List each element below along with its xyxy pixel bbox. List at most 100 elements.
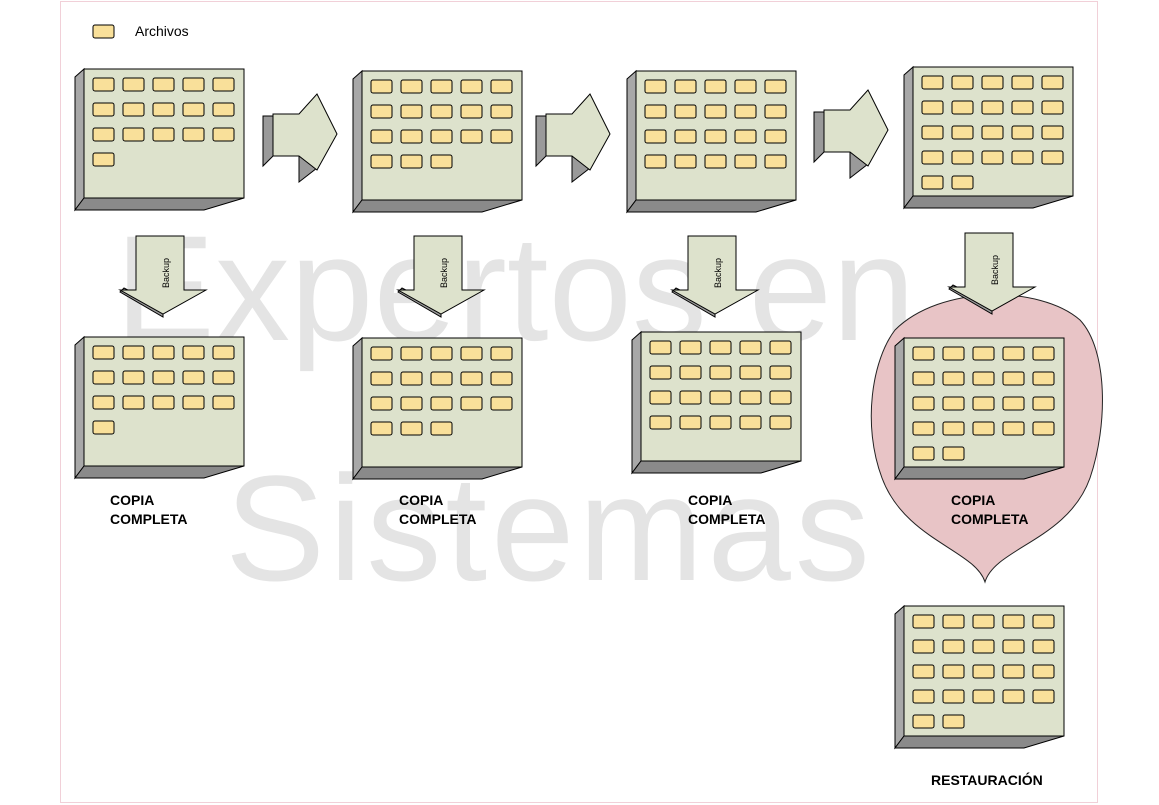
file-icon bbox=[912, 664, 935, 679]
copy-label-3-line-2: COMPLETA bbox=[688, 511, 766, 527]
file-icon bbox=[430, 371, 453, 386]
file-icon bbox=[92, 24, 115, 39]
file-icon bbox=[370, 154, 393, 169]
file-icon bbox=[734, 104, 757, 119]
file-icon bbox=[942, 446, 965, 461]
source-panel-4-bottom bbox=[903, 195, 1074, 209]
copy-label-2: COPIA COMPLETA bbox=[399, 491, 477, 529]
file-icon bbox=[769, 415, 792, 430]
file-icon bbox=[769, 340, 792, 355]
file-icon bbox=[122, 77, 145, 92]
file-icon bbox=[1032, 396, 1055, 411]
file-icon bbox=[981, 75, 1004, 90]
file-icon bbox=[370, 129, 393, 144]
file-icon bbox=[739, 365, 762, 380]
file-icon bbox=[912, 346, 935, 361]
file-icon bbox=[1032, 371, 1055, 386]
file-icon bbox=[430, 421, 453, 436]
file-icon bbox=[370, 104, 393, 119]
file-icon bbox=[942, 371, 965, 386]
file-icon bbox=[912, 614, 935, 629]
file-icon bbox=[92, 345, 115, 360]
file-icon bbox=[764, 129, 787, 144]
file-icon bbox=[182, 395, 205, 410]
file-icon bbox=[122, 127, 145, 142]
file-icon bbox=[400, 104, 423, 119]
backup-arrow-1-label: Backup bbox=[161, 258, 171, 288]
file-icon bbox=[674, 154, 697, 169]
file-icon bbox=[704, 129, 727, 144]
file-icon bbox=[734, 79, 757, 94]
flow-arrow-1-face bbox=[272, 93, 338, 171]
file-icon bbox=[921, 175, 944, 190]
file-icon bbox=[644, 129, 667, 144]
file-icon bbox=[739, 390, 762, 405]
file-icon bbox=[400, 371, 423, 386]
file-icon bbox=[400, 154, 423, 169]
flow-arrow-1 bbox=[262, 93, 338, 184]
file-icon bbox=[122, 345, 145, 360]
copy-label-3: COPIA COMPLETA bbox=[688, 491, 766, 529]
copy-label-4-line-1: COPIA bbox=[951, 492, 996, 508]
file-icon bbox=[92, 102, 115, 117]
flow-arrow-2-face bbox=[545, 93, 611, 171]
file-icon bbox=[734, 129, 757, 144]
copy-panel-1 bbox=[74, 335, 245, 480]
file-icon bbox=[942, 396, 965, 411]
file-icon bbox=[92, 77, 115, 92]
file-icon bbox=[1002, 346, 1025, 361]
file-icon bbox=[400, 396, 423, 411]
file-icon bbox=[912, 396, 935, 411]
file-icon bbox=[764, 79, 787, 94]
file-icon bbox=[182, 102, 205, 117]
file-icon bbox=[212, 395, 235, 410]
file-icon bbox=[370, 371, 393, 386]
source-panel-1-side bbox=[74, 67, 85, 212]
backup-arrow-1: Backup bbox=[118, 235, 208, 318]
file-icon bbox=[1032, 421, 1055, 436]
file-icon bbox=[764, 154, 787, 169]
file-icon bbox=[709, 415, 732, 430]
file-icon bbox=[400, 421, 423, 436]
file-icon bbox=[182, 345, 205, 360]
file-icon bbox=[370, 346, 393, 361]
file-icon bbox=[490, 79, 513, 94]
file-icon bbox=[460, 104, 483, 119]
file-icon bbox=[460, 79, 483, 94]
file-icon bbox=[1032, 689, 1055, 704]
file-icon bbox=[942, 346, 965, 361]
file-icon bbox=[674, 129, 697, 144]
backup-arrow-1-face bbox=[118, 235, 208, 315]
file-icon bbox=[734, 154, 757, 169]
file-icon bbox=[981, 150, 1004, 165]
restore-panel-bottom bbox=[894, 735, 1065, 749]
file-icon bbox=[370, 396, 393, 411]
file-icon bbox=[739, 415, 762, 430]
flow-arrow-3-shadow-left bbox=[813, 111, 825, 164]
file-icon bbox=[92, 127, 115, 142]
file-icon bbox=[490, 129, 513, 144]
file-icon bbox=[709, 365, 732, 380]
flow-arrow-2-shadow-left bbox=[535, 115, 547, 168]
file-icon bbox=[942, 689, 965, 704]
file-icon bbox=[942, 421, 965, 436]
file-icon bbox=[704, 79, 727, 94]
file-icon bbox=[972, 371, 995, 386]
file-icon bbox=[649, 340, 672, 355]
backup-arrow-2-face bbox=[396, 235, 486, 315]
file-icon bbox=[644, 104, 667, 119]
file-icon bbox=[972, 614, 995, 629]
file-icon bbox=[739, 340, 762, 355]
file-icon bbox=[704, 154, 727, 169]
file-icon bbox=[704, 104, 727, 119]
file-icon bbox=[942, 639, 965, 654]
source-panel-2-side bbox=[352, 69, 363, 214]
file-icon bbox=[644, 154, 667, 169]
backup-arrow-2-label: Backup bbox=[439, 258, 449, 288]
file-icon bbox=[152, 77, 175, 92]
file-icon bbox=[370, 79, 393, 94]
restore-panel bbox=[894, 604, 1065, 750]
file-icon bbox=[430, 154, 453, 169]
file-icon bbox=[1002, 664, 1025, 679]
file-icon bbox=[152, 127, 175, 142]
